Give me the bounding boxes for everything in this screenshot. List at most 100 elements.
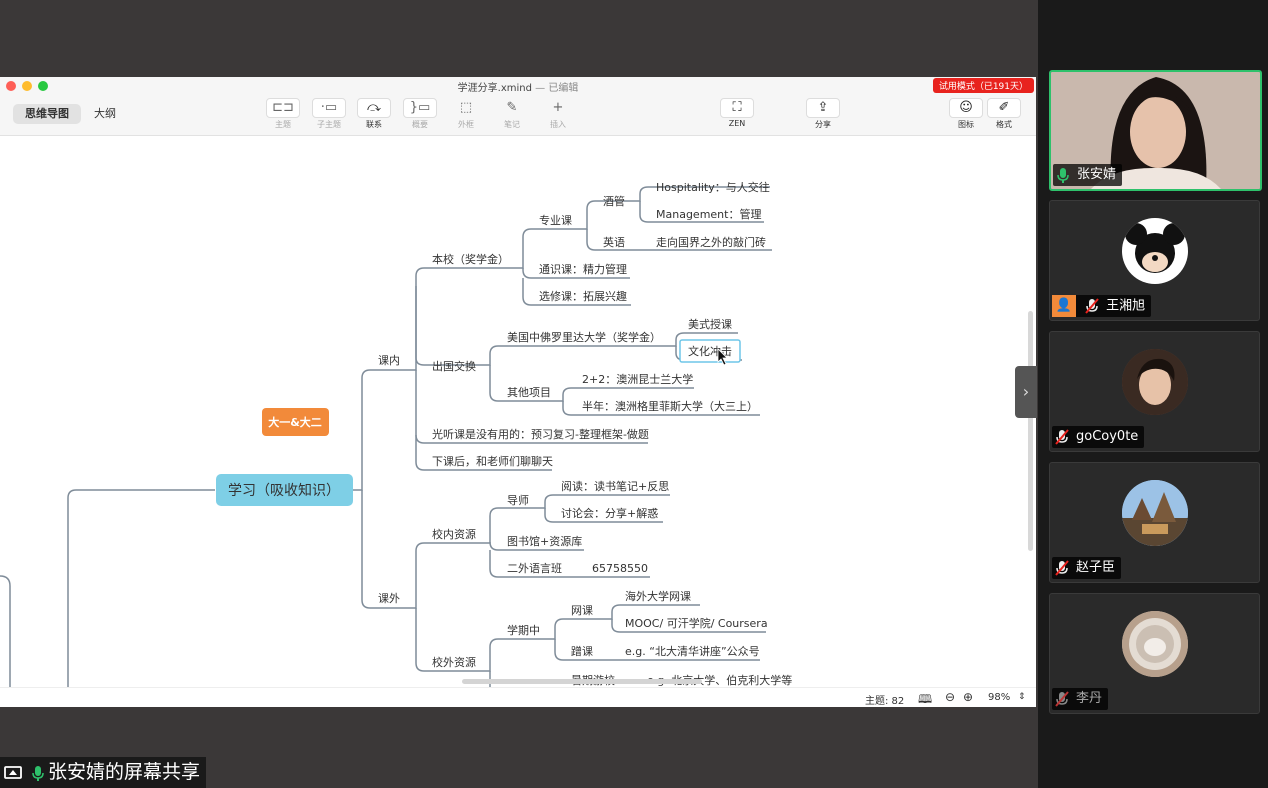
participant-name: 张安婧 xyxy=(1077,167,1117,182)
node-off-campus[interactable]: 校外资源 xyxy=(432,655,476,669)
participant-name-badge: 👤 王湘旭 xyxy=(1052,295,1152,317)
profile-photo xyxy=(1122,480,1188,546)
zen-mode-label: ZEN xyxy=(728,119,746,128)
node-home-school[interactable]: 本校（奖学金） xyxy=(432,252,509,266)
share-button[interactable]: ⇪ 分享 xyxy=(801,98,845,130)
mickey-mouse-icon xyxy=(1125,223,1185,273)
node-semester[interactable]: 学期中 xyxy=(507,623,540,637)
node-listen[interactable]: 光听课是没有用的：预习复习-整理框架-做题 xyxy=(432,427,649,441)
topic-tool-label: 主题 xyxy=(275,120,291,129)
participant-name-badge: 赵子臣 xyxy=(1052,557,1122,579)
participant-tile[interactable]: 👤 王湘旭 xyxy=(1049,200,1260,321)
mindmap-canvas[interactable]: 大一&大二 学习（吸收知识） 课内 课外 本校（奖学金） 专业课 酒管 Hosp… xyxy=(0,136,1036,687)
subtopic-tool-label: 子主题 xyxy=(317,120,341,129)
format-brush-icon: ✐ xyxy=(987,98,1021,118)
node-audit[interactable]: 蹭课 xyxy=(571,644,593,658)
mindmap-svg: 大一&大二 学习（吸收知识） 课内 课外 本校（奖学金） 专业课 酒管 Hosp… xyxy=(0,180,792,687)
profile-photo-avatar xyxy=(1122,349,1188,415)
node-seminar[interactable]: 讨论会：分享+解惑 xyxy=(561,506,658,520)
node-on-campus[interactable]: 校内资源 xyxy=(432,527,476,541)
mouse-cursor-icon xyxy=(717,348,728,366)
window-titlebar: 学涯分享.xmind — 已编辑 试用模式（已191天） xyxy=(0,77,1036,95)
participant-tile[interactable]: goCoy0te xyxy=(1049,331,1260,452)
note-pencil-icon: ✎ xyxy=(506,100,518,115)
node-language-class[interactable]: 二外语言班 xyxy=(507,562,562,575)
user-placeholder-icon: 👤 xyxy=(1052,295,1076,317)
profile-photo xyxy=(1122,349,1188,415)
fullscreen-corners-icon: ⛶ xyxy=(720,98,754,118)
node-other-projects[interactable]: 其他项目 xyxy=(507,386,551,399)
insert-tool-label: 插入 xyxy=(550,120,566,129)
node-american-teaching[interactable]: 美式授课 xyxy=(688,317,732,331)
node-florida[interactable]: 美国中佛罗里达大学（奖学金） xyxy=(507,330,661,344)
participant-tile[interactable]: 赵子臣 xyxy=(1049,462,1260,583)
note-tool-button[interactable]: ✎ 笔记 xyxy=(490,98,534,130)
node-audit-example[interactable]: e.g. “北大清华讲座”公众号 xyxy=(625,644,760,658)
node-overseas-online[interactable]: 海外大学网课 xyxy=(625,589,691,603)
microphone-muted-icon xyxy=(1055,428,1069,445)
floating-topic-box[interactable] xyxy=(262,408,329,436)
node-library[interactable]: 图书馆+资源库 xyxy=(507,534,582,548)
microphone-muted-icon xyxy=(1085,298,1099,314)
participant-name-badge: goCoy0te xyxy=(1052,426,1145,448)
minimize-window-button[interactable] xyxy=(22,81,32,91)
participant-tile[interactable]: 李丹 xyxy=(1049,593,1260,714)
format-panel-button[interactable]: ✐ 格式 xyxy=(982,98,1026,130)
relationship-tool-label: 联系 xyxy=(366,120,382,129)
summary-tool-button[interactable]: }▭ 概要 xyxy=(398,98,442,130)
node-mooc[interactable]: MOOC/ 可汗学院/ Coursera xyxy=(625,616,768,630)
expand-panel-chevron-button[interactable]: › xyxy=(1015,366,1037,418)
maximize-window-button[interactable] xyxy=(38,81,48,91)
participant-tile[interactable]: 张安婧 xyxy=(1049,70,1262,191)
node-hotel[interactable]: 酒管 xyxy=(603,194,625,208)
node-major[interactable]: 专业课 xyxy=(539,213,572,227)
close-window-button[interactable] xyxy=(6,81,16,91)
icon-panel-label: 图标 xyxy=(958,120,974,129)
node-english[interactable]: 英语 xyxy=(603,235,625,249)
screen-share-text: 张安婧的屏幕共享 xyxy=(48,761,201,783)
participant-name: 赵子臣 xyxy=(1076,560,1116,575)
node-english-desc[interactable]: 走向国界之外的敲门砖 xyxy=(656,235,766,249)
node-online-course[interactable]: 网课 xyxy=(571,604,593,617)
tab-mindmap[interactable]: 思维导图 xyxy=(13,104,81,124)
map-book-icon[interactable]: 🕮 xyxy=(918,692,933,706)
zoom-in-button[interactable]: ⊕ xyxy=(963,690,974,704)
node-management[interactable]: Management：管理 xyxy=(656,207,761,221)
node-general-course[interactable]: 通识课：精力管理 xyxy=(539,262,627,276)
central-topic-label: 学习（吸收知识） xyxy=(228,482,340,499)
horizontal-scrollbar[interactable] xyxy=(462,679,702,684)
screen-share-label: 张安婧的屏幕共享 xyxy=(0,757,207,788)
icon-panel-button[interactable]: ☺ 图标 xyxy=(944,98,988,130)
node-phone[interactable]: 65758550 xyxy=(592,562,648,575)
document-filename: 学涯分享.xmind xyxy=(457,83,532,94)
mickey-avatar xyxy=(1122,218,1188,284)
relationship-tool-button[interactable]: ⤼ 联系 xyxy=(352,98,396,130)
node-chat[interactable]: 下课后，和老师们聊聊天 xyxy=(432,454,553,468)
subtopic-tool-button[interactable]: ·▭ 子主题 xyxy=(307,98,351,130)
node-course-in[interactable]: 课内 xyxy=(378,353,400,367)
node-course-out[interactable]: 课外 xyxy=(378,592,400,605)
node-queensland[interactable]: 2+2：澳洲昆士兰大学 xyxy=(582,372,693,386)
node-elective-course[interactable]: 选修课：拓展兴趣 xyxy=(539,289,627,303)
boundary-dashed-box-icon: ⬚ xyxy=(459,100,473,115)
microphone-on-icon xyxy=(1057,167,1069,183)
central-topic-box[interactable] xyxy=(216,474,353,506)
tab-outline[interactable]: 大纲 xyxy=(94,107,116,120)
trial-badge[interactable]: 试用模式（已191天） xyxy=(932,78,1034,93)
zoom-level[interactable]: 98% xyxy=(988,692,1011,703)
participant-name-badge: 李丹 xyxy=(1052,688,1109,710)
node-mentor[interactable]: 导师 xyxy=(507,494,529,507)
microphone-on-icon xyxy=(32,765,44,781)
node-griffith[interactable]: 半年：澳洲格里菲斯大学（大三上） xyxy=(582,399,758,413)
node-hospitality[interactable]: Hospitality：与人交往 xyxy=(656,180,770,194)
vertical-scrollbar[interactable] xyxy=(1028,311,1033,551)
zoom-out-button[interactable]: ⊖ xyxy=(945,690,956,704)
insert-tool-button[interactable]: + 插入 xyxy=(536,98,580,130)
zen-mode-button[interactable]: ⛶ ZEN xyxy=(715,98,759,128)
node-exchange[interactable]: 出国交换 xyxy=(432,359,476,373)
topic-tool-button[interactable]: ⊏⊐ 主题 xyxy=(261,98,305,130)
node-reading[interactable]: 阅读：读书笔记+反思 xyxy=(561,479,669,493)
microphone-muted-icon xyxy=(1055,559,1069,576)
zoom-stepper-icon[interactable]: ⇕ xyxy=(1018,692,1026,702)
boundary-tool-button[interactable]: ⬚ 外框 xyxy=(444,98,488,130)
